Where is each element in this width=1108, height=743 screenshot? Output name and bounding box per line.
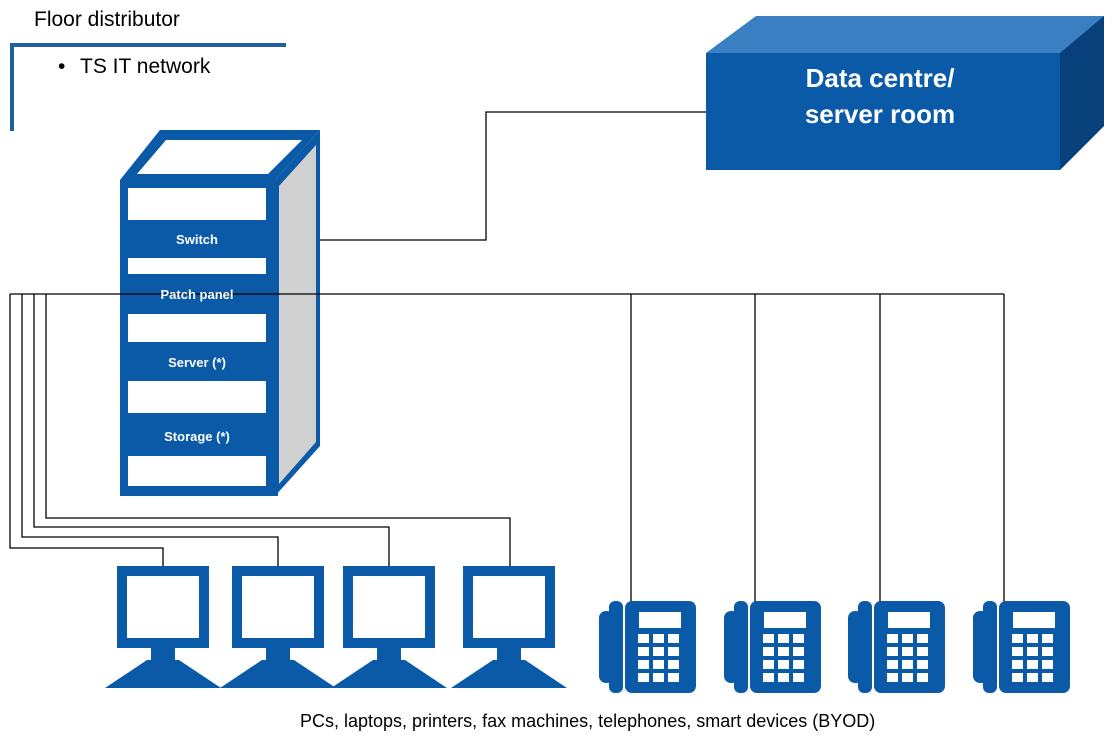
pc-cable-4: [45, 294, 511, 575]
bullet-dot: •: [58, 55, 66, 78]
rack-slot-1: [128, 188, 266, 220]
rack-slot-4: [128, 381, 266, 413]
title-underline: [10, 43, 286, 47]
bullet-text: TS IT network: [80, 55, 211, 78]
title-side-rule: [10, 43, 14, 131]
rack-label-storage: Storage (*): [164, 429, 230, 444]
desk-phone-icon: [599, 601, 696, 693]
datacentre-label-line2: server room: [804, 99, 956, 129]
datacentre-box-icon: [706, 16, 1104, 170]
desk-phone-icon: [848, 601, 945, 693]
computer-monitor-icon: [105, 566, 221, 688]
rack-slot-2: [128, 258, 266, 274]
rack-label-server: Server (*): [168, 355, 226, 370]
desk-phone-icon: [724, 601, 821, 693]
devices-caption: PCs, laptops, printers, fax machines, te…: [300, 711, 876, 731]
phone-cables: [630, 294, 1005, 608]
diagram-title: Floor distributor: [34, 8, 180, 31]
pc-cable-3: [33, 294, 390, 575]
datacentre-side: [1060, 16, 1104, 170]
pc-cable-1: [9, 294, 164, 575]
rack-slot-5: [128, 456, 266, 486]
switch-uplink-cable: [270, 111, 706, 241]
computer-monitor-icon: [220, 566, 336, 688]
pc-cables: [9, 294, 511, 575]
pc-cable-2: [21, 294, 279, 575]
rack-label-switch: Switch: [176, 232, 218, 247]
computer-monitor-icon: [331, 566, 447, 688]
desk-phone-icon: [973, 601, 1070, 693]
datacentre-label: Data centre/ server room: [760, 60, 1000, 132]
rack-slot-3: [128, 314, 266, 342]
datacentre-label-line1: Data centre/: [805, 63, 955, 93]
server-rack-icon: [120, 130, 320, 496]
datacentre-front: [706, 53, 1060, 170]
rack-side-panel: [279, 145, 316, 484]
rack-top-inner: [137, 140, 302, 174]
computer-monitor-icon: [451, 566, 567, 688]
rack-label-patch-panel: Patch panel: [160, 287, 234, 302]
bullet-item: • TS IT network: [58, 55, 210, 79]
